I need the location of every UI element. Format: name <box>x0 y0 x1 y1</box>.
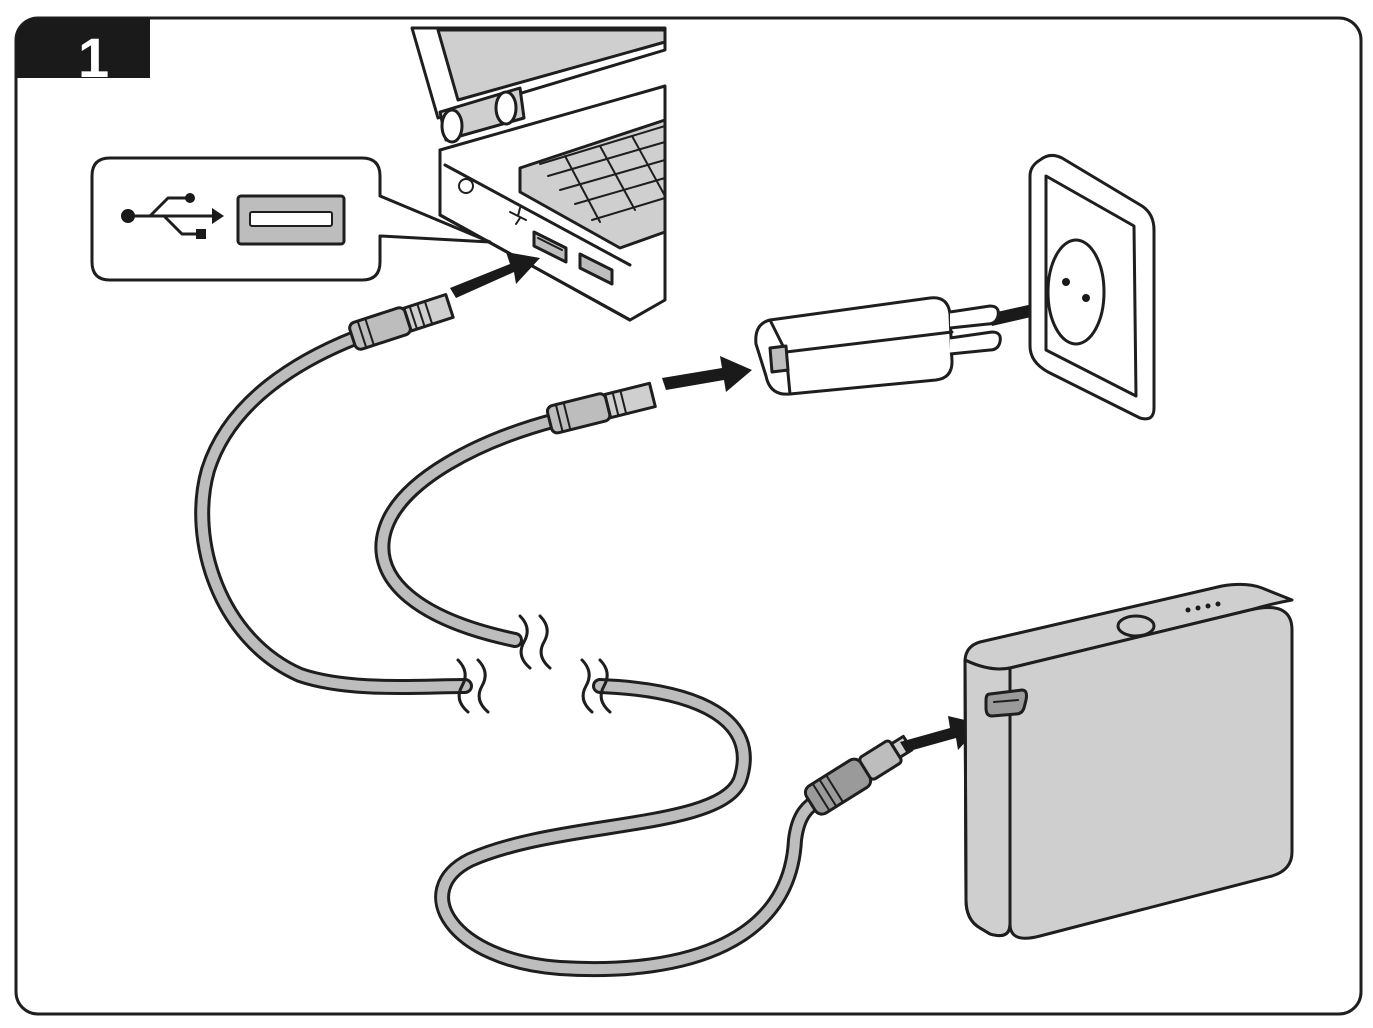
power-bank-usb-port[interactable] <box>984 688 1028 718</box>
usb-plug-laptop[interactable] <box>348 293 455 351</box>
step-number: 1 <box>78 26 110 89</box>
power-bank-led-indicators <box>1185 601 1221 613</box>
cable-laptop <box>194 330 490 714</box>
cable-wall-adapter <box>374 412 564 670</box>
usb-port-icon <box>236 194 346 246</box>
wall-adapter <box>754 296 1002 396</box>
laptop-usb-port-2[interactable] <box>578 252 614 286</box>
power-bank-button[interactable] <box>1116 614 1156 638</box>
arrow-to-adapter <box>662 356 752 392</box>
laptop <box>410 26 667 322</box>
power-bank <box>963 582 1294 940</box>
step-badge: 1 <box>16 18 150 86</box>
usb-port-callout <box>90 156 492 282</box>
arrow-to-power-bank <box>900 716 982 752</box>
micro-usb-plug-power-bank[interactable] <box>802 730 916 818</box>
usb-plug-wall-adapter[interactable] <box>545 381 657 435</box>
wall-outlet <box>1028 153 1156 421</box>
wall-adapter-usb-port[interactable] <box>768 344 790 374</box>
laptop-keyboard <box>518 118 667 250</box>
arrow-to-laptop <box>450 252 540 298</box>
cable-power-bank <box>434 658 828 978</box>
usb-symbol-icon <box>121 193 224 239</box>
wall-outlet-socket[interactable] <box>1046 238 1106 346</box>
